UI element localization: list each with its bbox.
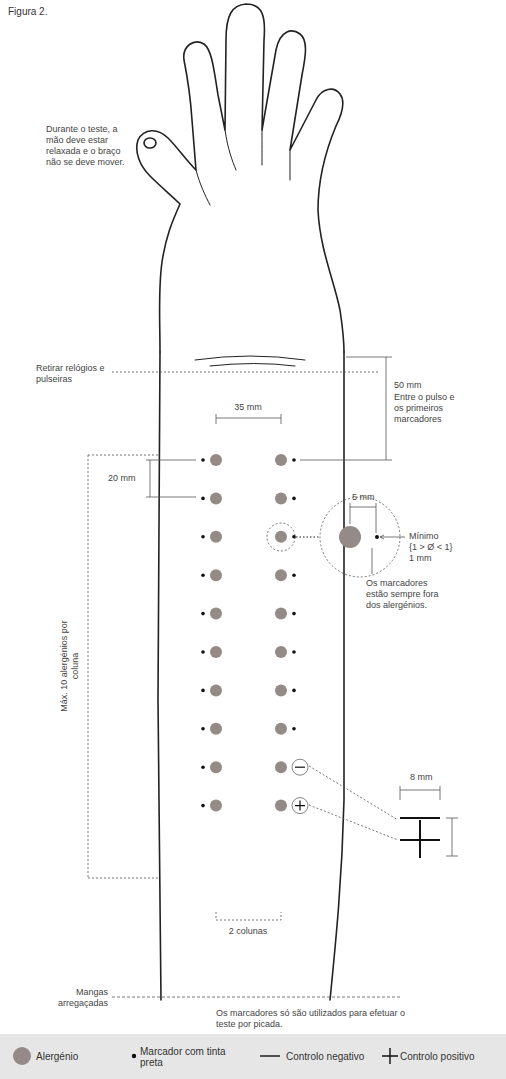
dimension-20mm (146, 460, 196, 497)
dimension-50mm (300, 357, 392, 460)
allergen-dot (210, 492, 222, 504)
allergen-dot (210, 800, 222, 812)
forearm-right-edge (330, 352, 344, 1000)
dimension: 2 colunas (229, 926, 268, 937)
watch-line (112, 372, 380, 373)
note: Os marcadores só são utilizados para efe… (216, 1008, 412, 1030)
allergen-dot (210, 531, 222, 543)
allergen-dot (210, 608, 222, 620)
ink-marker (292, 727, 296, 731)
dimension-35mm (216, 414, 281, 424)
legend-swatch (256, 1044, 282, 1068)
ink-marker (292, 458, 296, 462)
allergen-dot (275, 454, 287, 466)
ink-marker (201, 573, 205, 577)
allergen-dot (275, 723, 287, 735)
thumb-nail (144, 138, 156, 148)
zoom-source (267, 523, 295, 551)
dimension: 5 mm (352, 492, 375, 503)
ink-marker (201, 727, 205, 731)
allergen-swatch (13, 1047, 31, 1065)
note: Os marcadores estão sempre fora dos aler… (366, 578, 440, 611)
big-negative-control (400, 817, 440, 819)
ink-marker (292, 650, 296, 654)
allergen-dot (275, 531, 287, 543)
allergen-dot (275, 492, 287, 504)
note: Mínimo (409, 531, 439, 542)
legend-text: Controlo negativo (286, 1051, 376, 1062)
allergen-dot (275, 800, 287, 812)
note: Durante o teste, a mão deve estar relaxa… (46, 124, 130, 168)
legend-text: Controlo positivo (400, 1051, 496, 1062)
dimension: 1 mm (409, 553, 432, 564)
control-circle (292, 759, 308, 775)
legend-swatch (12, 1044, 38, 1068)
negative-swatch (260, 1055, 280, 1056)
forearm-left-edge (158, 352, 161, 1000)
ink-marker (201, 497, 205, 501)
allergen-dot (210, 569, 222, 581)
control-circle (292, 798, 308, 814)
note: Máx. 10 alergénios por coluna (59, 606, 81, 726)
ink-marker (201, 689, 205, 693)
ink-marker (201, 650, 205, 654)
zoom-leader (296, 536, 320, 537)
dimension: 8 mm (410, 772, 433, 783)
legend-item: Controlo positivo (0, 1034, 506, 1079)
big-positive-control (400, 820, 440, 858)
zoom-note-leader (372, 548, 373, 574)
note: Mangas arregaçadas (36, 987, 108, 1009)
allergen-dot (210, 723, 222, 735)
max-bracket (88, 455, 160, 878)
finger-crease (196, 130, 290, 205)
marker-swatch (132, 1054, 136, 1058)
wrist-crease (195, 356, 305, 366)
allergen-dot (210, 454, 222, 466)
columns-bracket (216, 912, 281, 920)
figure-title: Figura 2. (8, 6, 47, 17)
note: {1 > Ø < 1} (409, 542, 453, 553)
dimension: 35 mm (234, 402, 262, 413)
negative-control (295, 767, 305, 768)
ink-marker (201, 804, 205, 808)
positive-control (295, 801, 305, 811)
hand-outline (137, 4, 344, 352)
zoom-allergen (339, 526, 361, 548)
zoom-marker (375, 535, 379, 539)
note: Retirar relógios e pulseiras (36, 363, 110, 385)
legend-text: Alergénio (36, 1051, 106, 1062)
ink-marker (292, 689, 296, 693)
positive-swatch (382, 1048, 398, 1064)
ink-marker (292, 612, 296, 616)
allergen-dot (275, 684, 287, 696)
legend-text: Marcador com tinta preta (140, 1046, 232, 1068)
dimension-8mm (400, 786, 458, 856)
allergen-dot (275, 761, 287, 773)
allergen-dot (275, 646, 287, 658)
note: Entre o pulso e os primeiros marcadores (394, 392, 466, 425)
ink-marker (201, 458, 205, 462)
dimension: 50 mm (394, 380, 422, 391)
ink-marker (292, 497, 296, 501)
sleeve-line (112, 997, 400, 998)
allergen-dot (210, 646, 222, 658)
dimension: 20 mm (108, 473, 136, 484)
min-distance-arrow (380, 535, 405, 539)
ink-marker (292, 573, 296, 577)
ink-marker (292, 535, 296, 539)
control-leader (309, 766, 398, 840)
allergen-dot (275, 608, 287, 620)
ink-marker (201, 765, 205, 769)
ink-marker (201, 612, 205, 616)
allergen-dot (275, 569, 287, 581)
allergen-dot (210, 761, 222, 773)
ink-marker (201, 535, 205, 539)
allergen-dot (210, 684, 222, 696)
